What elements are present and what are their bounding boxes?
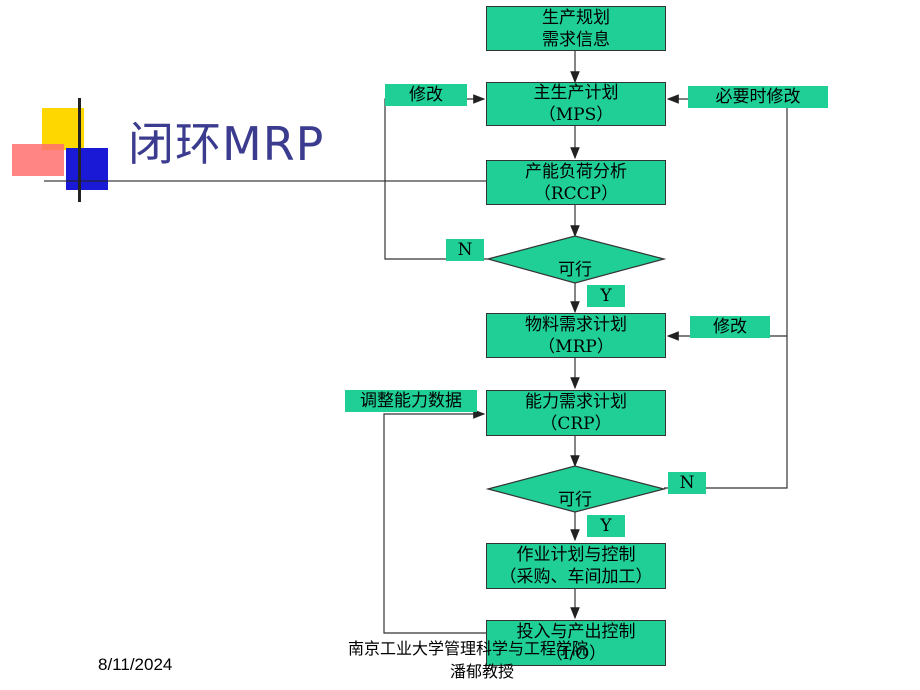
decision-diamond-2 — [485, 465, 667, 513]
footer-org: 南京工业大学管理科学与工程学院 — [348, 639, 589, 658]
label-modify-left: 修改 — [385, 84, 467, 106]
node-demand-info: 生产规划 需求信息 — [486, 6, 666, 51]
label-adjust-capacity: 调整能力数据 — [345, 390, 477, 412]
page-title: 闭环MRP — [128, 117, 325, 171]
decision-2-label: 可行 — [558, 490, 592, 510]
node-operations: 作业计划与控制 （采购、车间加工） — [486, 543, 666, 589]
deco-red-block — [12, 144, 64, 176]
label-modify-mrp: 修改 — [690, 316, 770, 338]
footer-author: 潘郁教授 — [450, 662, 515, 681]
label-y-1: Y — [587, 285, 625, 307]
node-input-output: 投入与产出控制 （I/O） — [486, 620, 666, 666]
decision-1-label: 可行 — [558, 260, 592, 280]
label-y-2: Y — [587, 515, 625, 537]
node-crp: 能力需求计划 （CRP） — [486, 390, 666, 436]
decision-diamond-1 — [485, 235, 667, 284]
node-mps: 主生产计划 （MPS） — [486, 82, 666, 126]
node-rccp: 产能负荷分析 （RCCP） — [486, 160, 666, 205]
label-modify-if-needed: 必要时修改 — [688, 86, 828, 108]
deco-yellow-block — [42, 108, 84, 150]
node-mrp: 物料需求计划 （MRP） — [486, 313, 666, 358]
deco-blue-block — [66, 148, 108, 190]
deco-horizontal-line — [44, 180, 644, 182]
label-n-1: N — [446, 239, 484, 261]
footer-date: 8/11/2024 — [98, 655, 173, 674]
label-n-2: N — [668, 472, 706, 494]
deco-vertical-line — [78, 98, 81, 202]
